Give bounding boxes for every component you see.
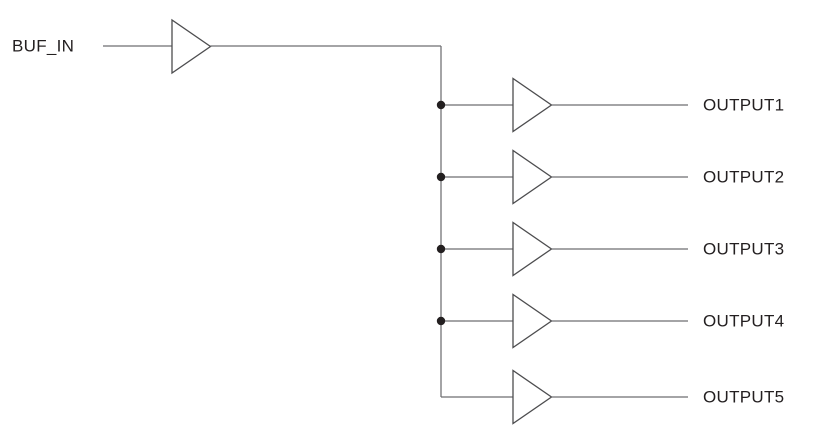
output1-net-label: OUTPUT1 [703,95,785,115]
output3-buffer-symbol [512,221,553,277]
output3-net-label: OUTPUT3 [703,239,785,259]
junction-dot-1 [436,100,446,110]
input-buffer-symbol [171,18,212,75]
output5-net-label: OUTPUT5 [703,387,785,407]
output2-net-label: OUTPUT2 [703,167,785,187]
junction-dot-3 [436,244,446,254]
output4-net-label: OUTPUT4 [703,311,785,331]
output5-buffer-symbol [512,369,553,425]
output2-buffer-symbol [512,149,553,205]
output1-buffer-symbol [512,77,553,133]
input-net-label: BUF_IN [12,36,75,56]
output4-buffer-symbol [512,293,553,349]
junction-dot-4 [436,316,446,326]
junction-dot-2 [436,172,446,182]
